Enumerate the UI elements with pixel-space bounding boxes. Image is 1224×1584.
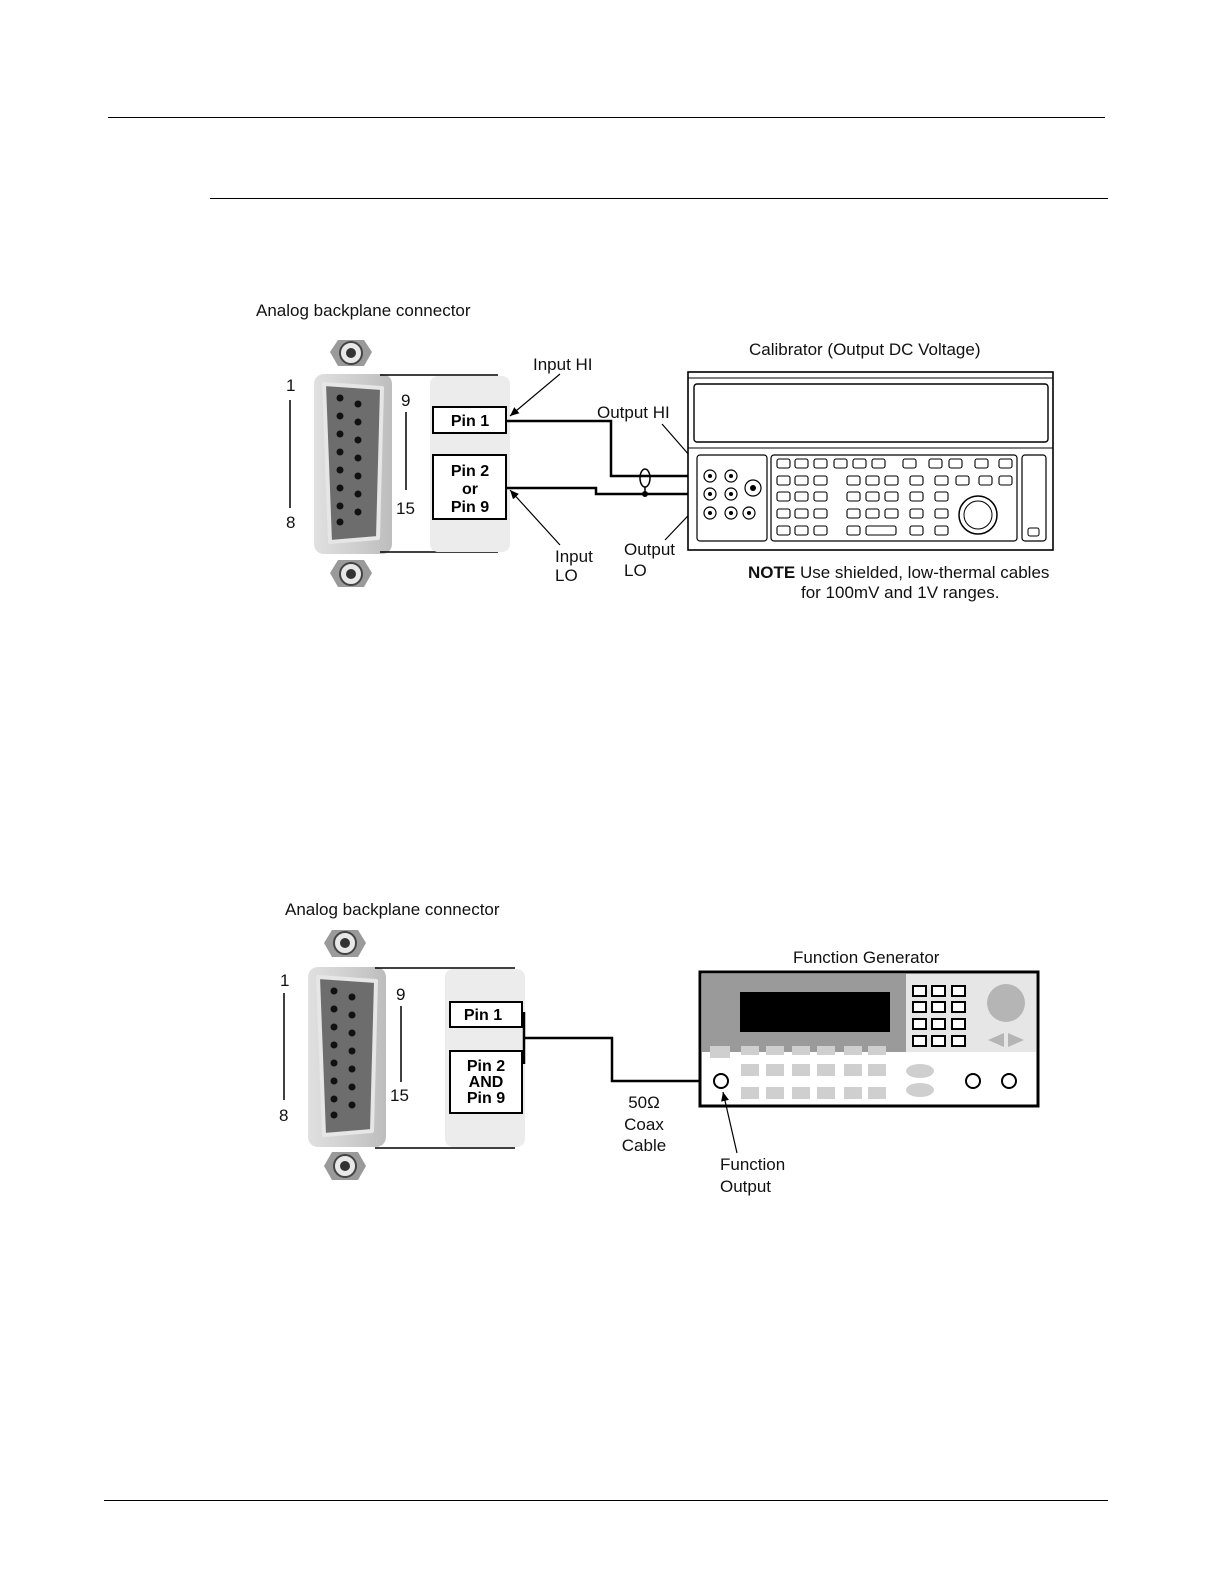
fig1-pin-number-8: 8	[286, 513, 295, 532]
fig1-pin-number-9: 9	[401, 391, 410, 410]
figure-1-calibrator-connection: Analog backplane connector	[256, 301, 1053, 602]
fig1-output-hi-label: Output HI	[597, 403, 670, 422]
figure-2-function-generator-connection: Analog backplane connector	[279, 900, 1038, 1196]
fig1-or-label: or	[462, 481, 478, 498]
fig1-pin2-label: Pin 2	[451, 463, 489, 480]
fig2-function-generator-icon	[700, 972, 1038, 1106]
fig2-pin-number-8: 8	[279, 1106, 288, 1125]
fig2-pin2-label: Pin 2	[467, 1058, 505, 1075]
fig1-connector-label: Analog backplane connector	[256, 301, 471, 320]
fig1-db15-connector: 1 8 9 15	[286, 340, 415, 587]
fig1-pin9-label: Pin 9	[451, 499, 489, 516]
fig1-bottom-screw-icon	[330, 560, 372, 587]
fig1-input-lo-label-1: Input	[555, 547, 593, 566]
fig1-note-bold: NOTE	[748, 563, 795, 582]
fig1-calibrator-title: Calibrator (Output DC Voltage)	[749, 340, 981, 359]
fig1-pin-number-15: 15	[396, 499, 415, 518]
fig2-cable-label-3: Cable	[622, 1136, 666, 1155]
fig1-calibrator-icon	[688, 372, 1053, 550]
fig2-pin-number-9: 9	[396, 985, 405, 1004]
fig1-note-line1: Use shielded, low-thermal cables	[795, 563, 1049, 582]
fig2-cable-label-2: Coax	[624, 1115, 664, 1134]
fig1-input-lo-label-2: LO	[555, 566, 578, 585]
fig1-output-lo-label-2: LO	[624, 561, 647, 580]
fig2-pin-number-1: 1	[280, 971, 289, 990]
fig1-input-hi-label: Input HI	[533, 355, 593, 374]
fig2-pin9-label: Pin 9	[467, 1090, 505, 1107]
fig1-pin1-label: Pin 1	[451, 413, 489, 430]
fig1-note-line2: for 100mV and 1V ranges.	[801, 583, 999, 602]
fig2-bottom-screw-icon	[324, 1152, 366, 1180]
fig2-top-screw-icon	[324, 930, 366, 957]
fig2-and-label: AND	[469, 1074, 504, 1091]
fig1-pin-number-1: 1	[286, 376, 295, 395]
fig2-connector-label: Analog backplane connector	[285, 900, 500, 919]
fig2-function-output-label-2: Output	[720, 1177, 771, 1196]
fig2-pin1-label: Pin 1	[464, 1007, 502, 1024]
fig2-generator-title: Function Generator	[793, 948, 940, 967]
fig2-pin-number-15: 15	[390, 1086, 409, 1105]
fig1-note: NOTE Use shielded, low-thermal cables	[748, 563, 1049, 582]
fig1-top-screw-icon	[330, 340, 372, 366]
fig2-cable-label-1: 50Ω	[628, 1093, 660, 1112]
fig1-output-lo-label-1: Output	[624, 540, 675, 559]
fig2-wiring	[524, 1012, 714, 1081]
fig1-wiring	[506, 421, 706, 494]
fig2-function-output-label-1: Function	[720, 1155, 785, 1174]
